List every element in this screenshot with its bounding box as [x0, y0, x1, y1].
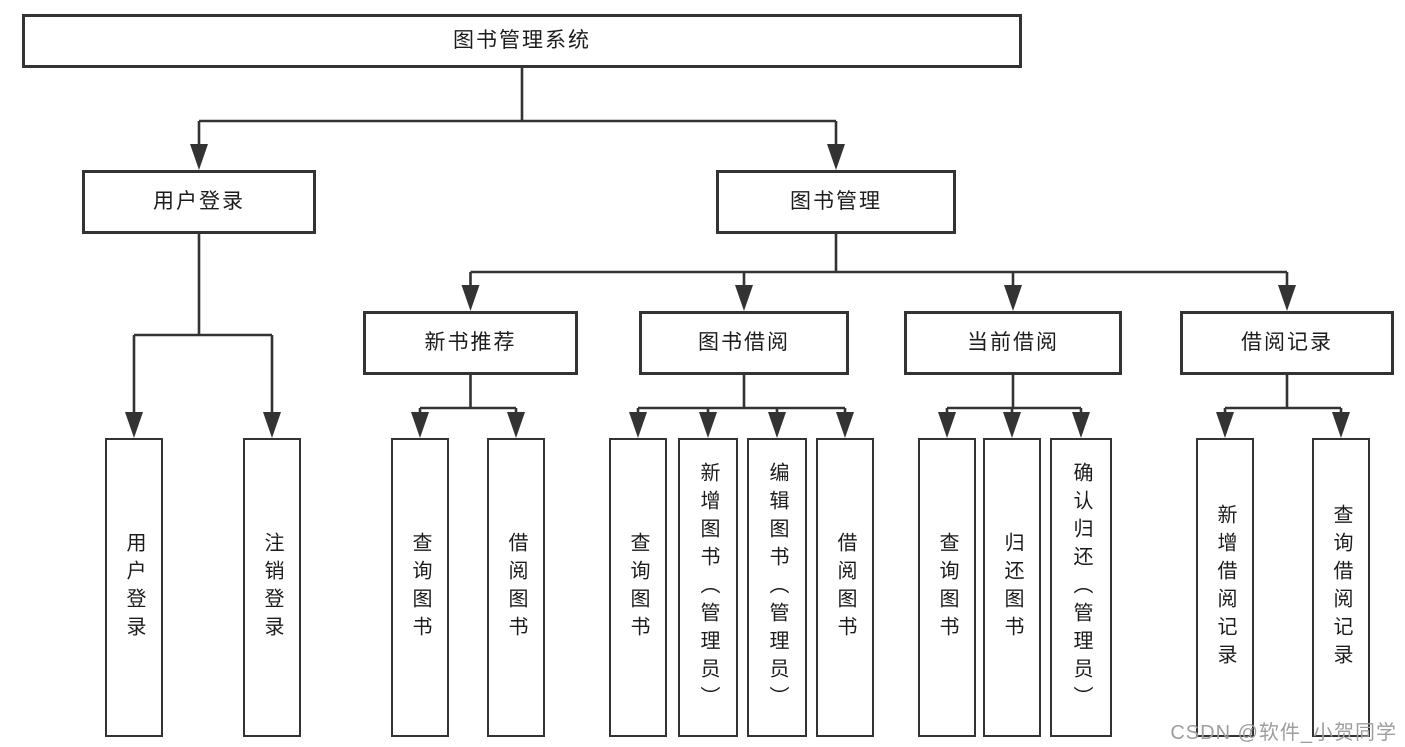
connector-new-book-rec — [418, 375, 518, 420]
node-label-book-mgmt: 图书管理 — [790, 190, 882, 214]
arrowhead-leaf-user-login — [125, 412, 143, 438]
node-label-root: 图书管理系统 — [453, 29, 591, 53]
node-label-bb-edit: 编辑图书（管理员） — [766, 461, 788, 714]
node-br-query: 查询借阅记录 — [1312, 438, 1370, 737]
node-label-cb-return: 归还图书 — [1001, 531, 1023, 644]
connector-book-mgmt — [469, 234, 1289, 293]
watermark-text: CSDN @软件_小贺同学 — [1170, 722, 1397, 744]
node-label-br-query: 查询借阅记录 — [1330, 503, 1352, 672]
connector-user-login — [132, 234, 274, 420]
node-nbr-query: 查询图书 — [391, 438, 449, 737]
node-label-nbr-query: 查询图书 — [409, 531, 431, 644]
arrowhead-br-add — [1216, 412, 1234, 438]
node-cb-return: 归还图书 — [983, 438, 1041, 737]
node-label-leaf-user-login: 用户登录 — [123, 531, 145, 644]
connector-borrow-records — [1223, 375, 1343, 420]
node-label-cb-confirm: 确认归还（管理员） — [1070, 461, 1092, 714]
node-br-add: 新增借阅记录 — [1196, 438, 1254, 737]
arrowhead-bb-query — [629, 412, 647, 438]
arrowhead-book-borrow — [735, 285, 753, 311]
node-borrow-records: 借阅记录 — [1180, 311, 1394, 375]
node-bb-edit: 编辑图书（管理员） — [747, 438, 807, 737]
node-cb-confirm: 确认归还（管理员） — [1050, 438, 1112, 737]
node-leaf-user-login: 用户登录 — [105, 438, 163, 737]
node-book-mgmt: 图书管理 — [716, 170, 956, 234]
arrowhead-borrow-records — [1278, 285, 1296, 311]
node-label-current-borrow: 当前借阅 — [967, 331, 1059, 355]
arrowhead-bb-borrow — [836, 412, 854, 438]
node-label-bb-query: 查询图书 — [627, 531, 649, 644]
arrowhead-bb-add — [699, 412, 717, 438]
arrowhead-current-borrow — [1004, 285, 1022, 311]
node-new-book-rec: 新书推荐 — [363, 311, 578, 375]
arrowhead-cb-query — [938, 412, 956, 438]
node-label-cb-query: 查询图书 — [936, 531, 958, 644]
node-label-br-add: 新增借阅记录 — [1214, 503, 1236, 672]
arrowhead-nbr-borrow — [507, 412, 525, 438]
arrowhead-cb-return — [1003, 412, 1021, 438]
node-label-new-book-rec: 新书推荐 — [424, 331, 517, 355]
arrowhead-br-query — [1332, 412, 1350, 438]
connector-book-borrow — [636, 375, 847, 420]
node-label-book-borrow: 图书借阅 — [698, 331, 790, 355]
connector-current-borrow — [945, 375, 1083, 420]
node-label-bb-borrow: 借阅图书 — [834, 531, 856, 644]
node-root: 图书管理系统 — [22, 14, 1022, 68]
node-book-borrow: 图书借阅 — [639, 311, 849, 375]
arrowhead-bb-edit — [768, 412, 786, 438]
node-leaf-logout: 注销登录 — [243, 438, 301, 737]
arrowhead-cb-confirm — [1072, 412, 1090, 438]
node-bb-add: 新增图书（管理员） — [678, 438, 738, 737]
node-bb-query: 查询图书 — [609, 438, 667, 737]
node-label-borrow-records: 借阅记录 — [1241, 331, 1333, 355]
node-label-leaf-logout: 注销登录 — [261, 531, 283, 644]
arrowhead-nbr-query — [411, 412, 429, 438]
arrowhead-user-login — [190, 144, 208, 170]
arrowhead-book-mgmt — [827, 144, 845, 170]
node-nbr-borrow: 借阅图书 — [487, 438, 545, 737]
arrowhead-new-book-rec — [461, 285, 480, 311]
arrowhead-leaf-logout — [263, 412, 281, 438]
connector-root — [197, 68, 838, 152]
node-label-nbr-borrow: 借阅图书 — [505, 531, 527, 644]
node-label-user-login: 用户登录 — [153, 190, 245, 214]
node-label-bb-add: 新增图书（管理员） — [697, 461, 719, 714]
node-current-borrow: 当前借阅 — [904, 311, 1122, 375]
node-cb-query: 查询图书 — [918, 438, 976, 737]
node-user-login: 用户登录 — [82, 170, 316, 234]
node-bb-borrow: 借阅图书 — [816, 438, 874, 737]
